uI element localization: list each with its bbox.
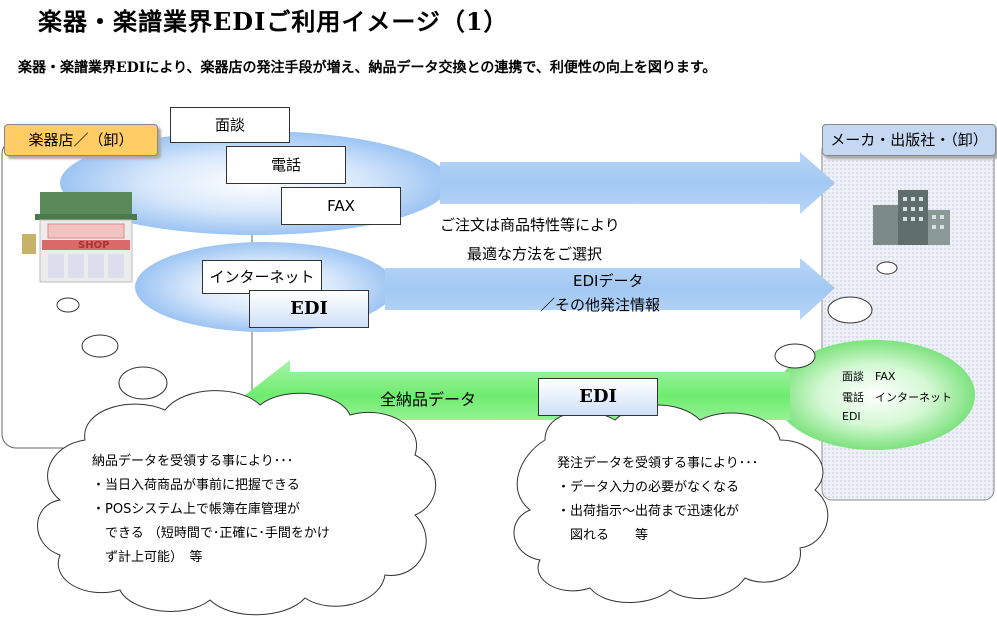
maker-methods-line2: 電話 インターネット bbox=[842, 391, 952, 404]
page-subtitle: 楽器・楽譜業界EDIにより、楽器店の発注手段が増え、納品データ交換との連携で、利… bbox=[18, 60, 717, 76]
thought-bubble bbox=[827, 296, 873, 324]
delivery-edi: EDI bbox=[538, 378, 658, 416]
store-cloud-line: ・POSシステム上で帳簿在庫管理が bbox=[92, 502, 300, 517]
store-cloud-line: ・当日入荷商品が事前に把握できる bbox=[92, 478, 300, 493]
page-title: 楽器・楽譜業界EDIご利用イメージ（1） bbox=[38, 7, 509, 36]
maker-cloud-line: 図れる 等 bbox=[557, 528, 649, 543]
shop-illustration bbox=[22, 192, 137, 283]
order-caption-line2: 最適な方法をご選択 bbox=[467, 245, 603, 263]
delivery-label: 全納品データ bbox=[380, 390, 477, 409]
store-label: 楽器店／（卸） bbox=[4, 124, 158, 156]
thought-bubble bbox=[876, 261, 898, 275]
edi-caption-line2: ／その他発注情報 bbox=[540, 296, 661, 314]
method-fax: FAX bbox=[281, 187, 401, 225]
maker-label: メーカ・出版社・（卸） bbox=[822, 124, 996, 156]
thought-bubble bbox=[118, 366, 168, 400]
thought-bubble bbox=[774, 343, 816, 369]
shop-sign: SHOP bbox=[78, 240, 110, 251]
building-icon bbox=[873, 190, 950, 245]
edi-order-arrow bbox=[385, 258, 835, 320]
store-cloud-line: ず計上可能） 等 bbox=[92, 550, 203, 565]
maker-cloud-line: ・出荷指示～出荷まで迅速化が bbox=[557, 504, 740, 519]
method-edi: EDI bbox=[249, 290, 369, 328]
method-internet: インターネット bbox=[202, 260, 322, 294]
method-phone: 電話 bbox=[226, 146, 346, 184]
maker-cloud-line: ・データ入力の必要がなくなる bbox=[557, 480, 740, 495]
edi-caption-line1: EDIデータ bbox=[573, 272, 644, 290]
maker-methods-glow bbox=[775, 340, 975, 450]
maker-methods-line3: EDI bbox=[842, 410, 861, 423]
store-cloud bbox=[37, 390, 437, 616]
method-face: 面談 bbox=[170, 107, 290, 143]
order-caption-line1: ご注文は商品特性等により bbox=[440, 216, 620, 234]
thought-bubble bbox=[81, 334, 119, 358]
store-cloud-line: できる （短時間で･正確に･手間をかけ bbox=[92, 526, 330, 541]
order-arrow bbox=[440, 152, 835, 214]
maker-methods-line1: 面談 FAX bbox=[842, 370, 896, 383]
store-cloud-text: 納品データを受領する事により･･･ ・当日入荷商品が事前に把握できる ・POSシ… bbox=[92, 450, 330, 570]
maker-cloud bbox=[513, 404, 829, 603]
store-cloud-line: 納品データを受領する事により･･･ bbox=[92, 454, 294, 469]
maker-cloud-line: 発注データを受領する事により･･･ bbox=[557, 456, 759, 471]
maker-cloud-text: 発注データを受領する事により･･･ ・データ入力の必要がなくなる ・出荷指示～出… bbox=[557, 452, 758, 548]
thought-bubble bbox=[56, 297, 80, 313]
